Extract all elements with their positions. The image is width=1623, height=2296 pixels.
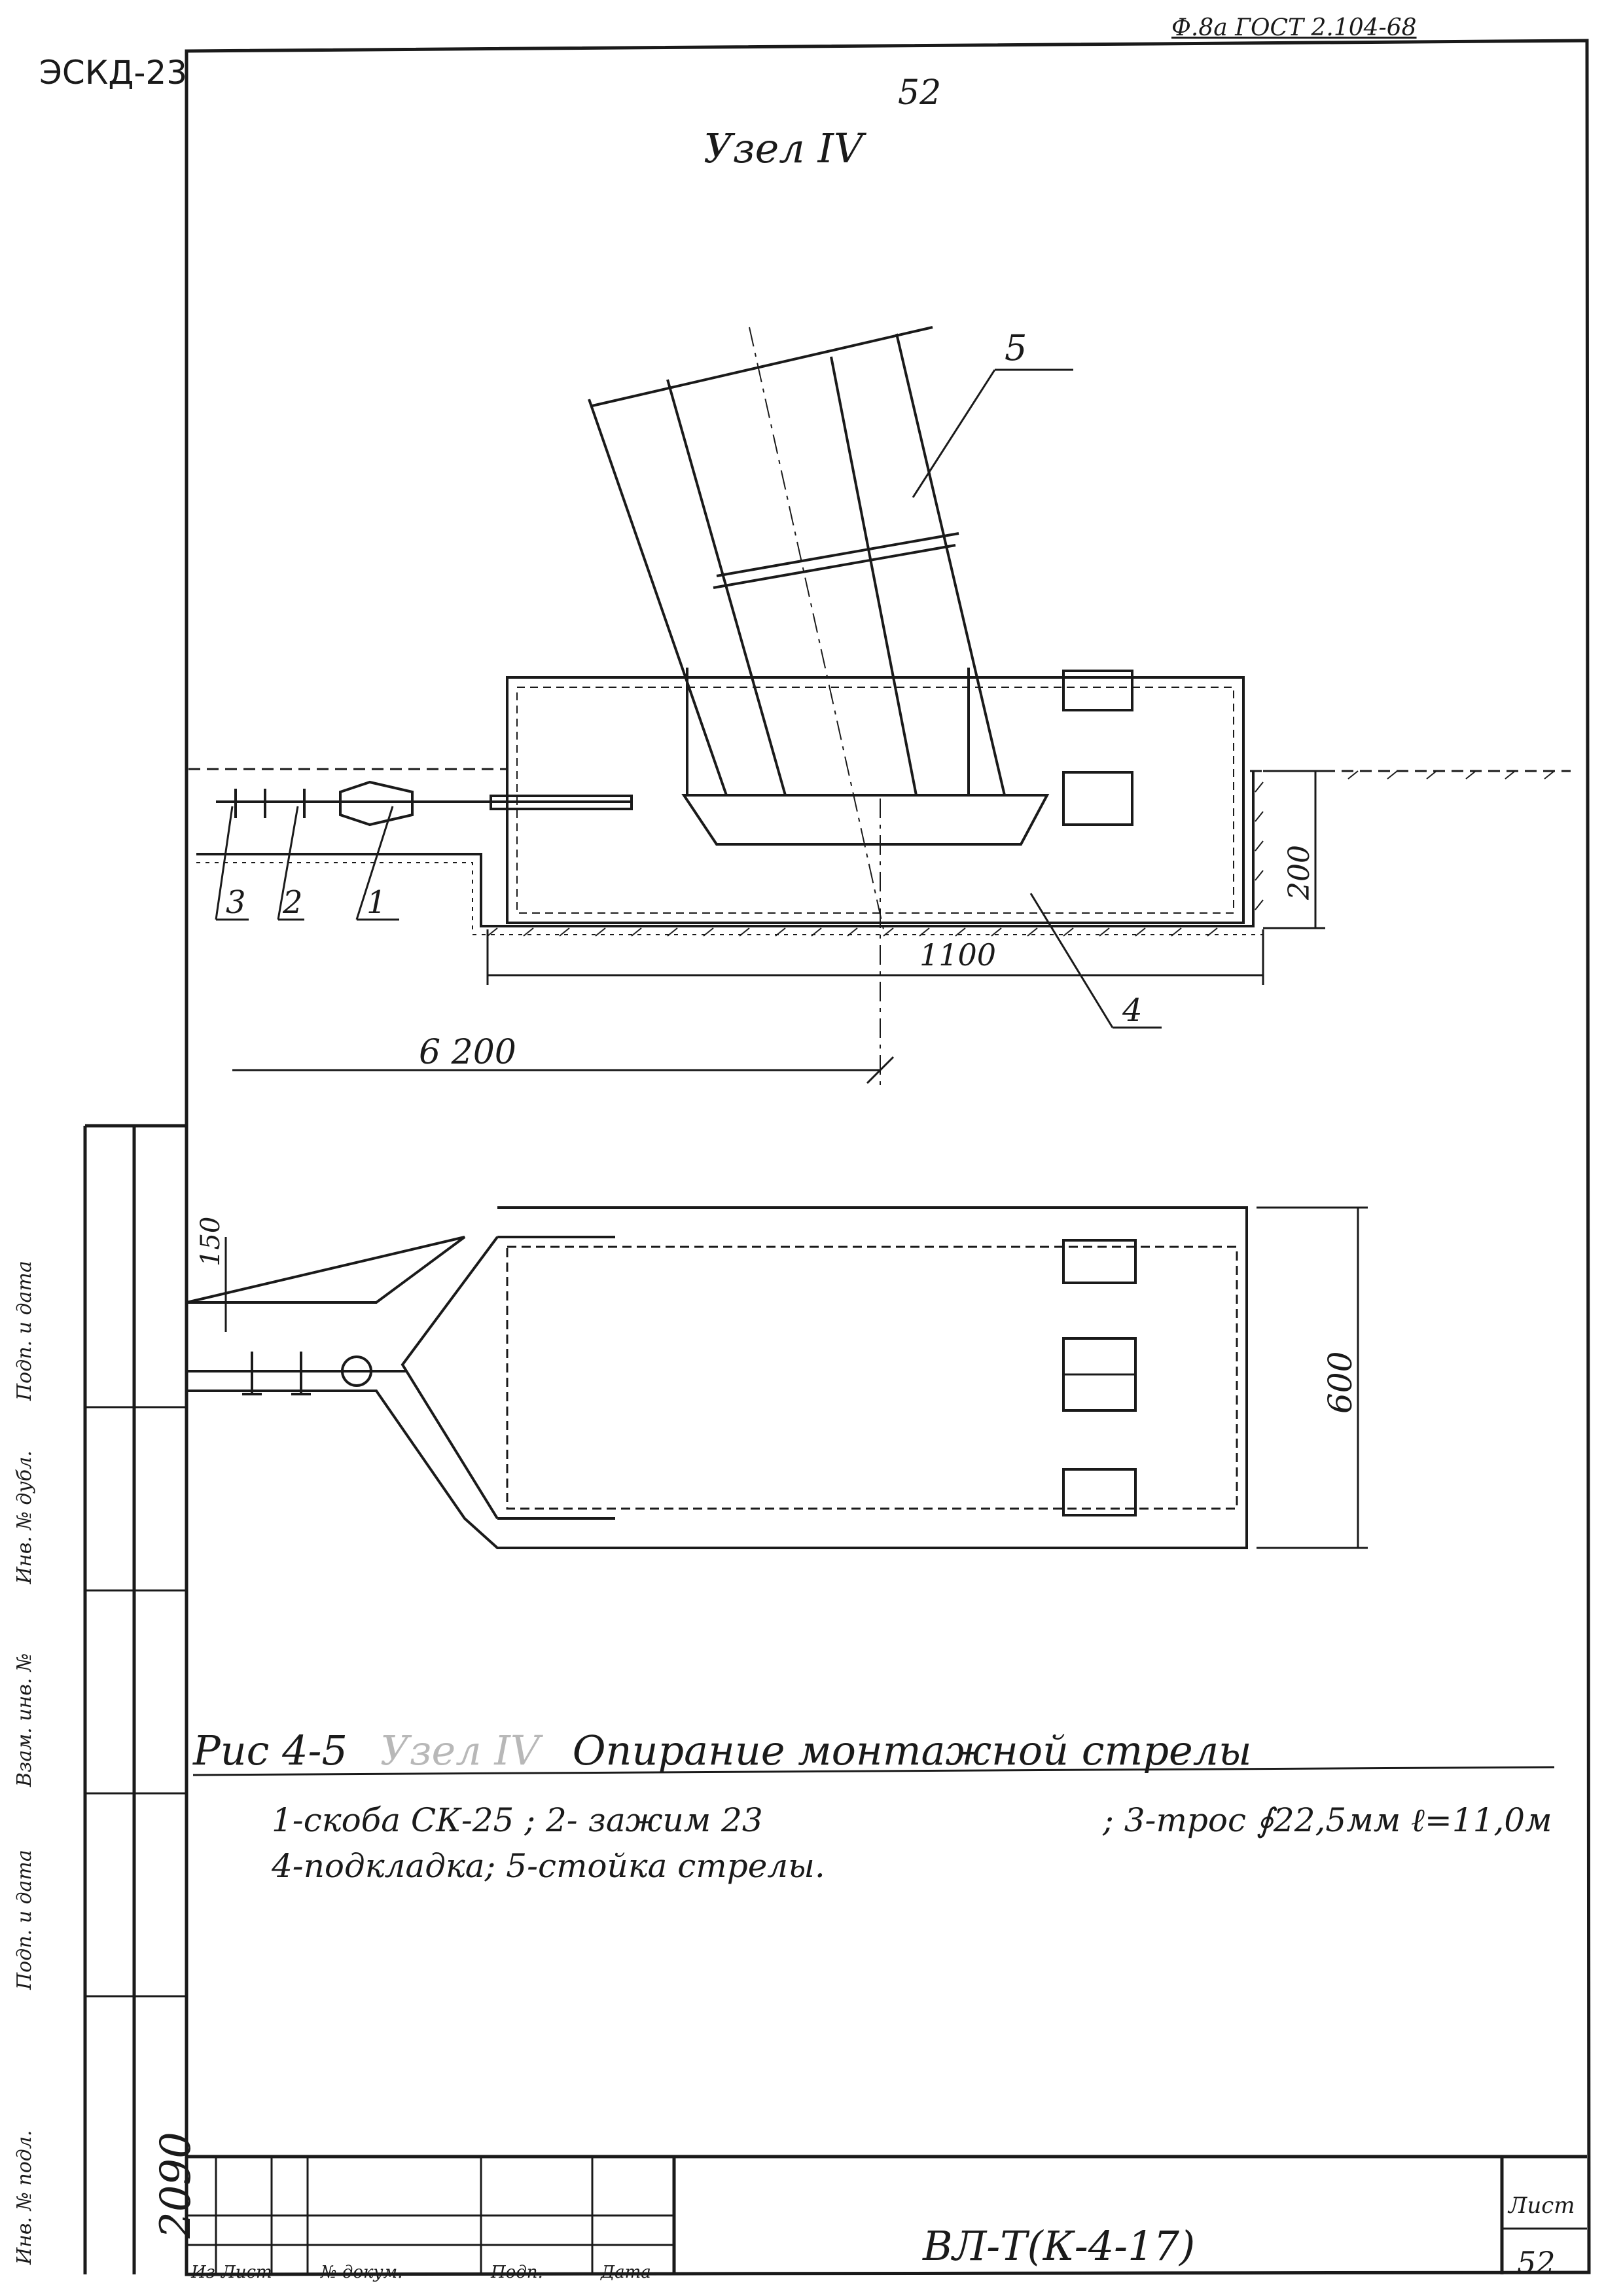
block-lower — [1062, 771, 1133, 826]
pit-outline — [196, 771, 1255, 927]
plan-block-bottom — [1062, 1468, 1137, 1516]
header-change: Из — [191, 2263, 215, 2282]
inventory-stamp: 2090 — [152, 2132, 200, 2238]
callout-leader-2 — [277, 806, 299, 920]
callout-leader-5 — [912, 369, 996, 498]
callout-4: 4 — [1122, 992, 1143, 1029]
callout-1: 1 — [366, 884, 387, 921]
dimension-200: 200 — [1283, 845, 1316, 901]
header-sheet: Лист — [221, 2263, 272, 2282]
dimension-600: 600 — [1321, 1352, 1359, 1414]
figure-title: Опирание монтажной стрелы — [572, 1727, 1252, 1774]
header-date: Дата — [601, 2263, 651, 2282]
header-doc-number: № докум. — [321, 2263, 403, 2282]
dimension-150: 150 — [196, 1217, 226, 1266]
plan-rope-assembly — [187, 1352, 406, 1395]
side-label-inv-orig: Инв. № подл. — [13, 2130, 36, 2265]
plan-pad-inner — [506, 1246, 1238, 1510]
boom-post — [588, 326, 1006, 930]
node-title: Узел IV — [704, 124, 863, 172]
callout-3: 3 — [226, 884, 246, 921]
plan-outline — [186, 1206, 1248, 1549]
callout-5: 5 — [1005, 327, 1027, 368]
faded-node-label: Узел IV — [380, 1727, 540, 1774]
side-label-replace-inv: Взам. инв. № — [13, 1653, 36, 1787]
dimension-1100: 1100 — [919, 937, 996, 973]
document-code: ВЛ-Т(К-4-17) — [923, 2222, 1196, 2270]
frame-border — [185, 39, 1591, 2276]
legend-line-1-right: ; 3-трос ∮22,5мм ℓ=11,0м — [1103, 1801, 1552, 1839]
sheet-label: Лист — [1508, 2193, 1575, 2219]
legend-line-2: 4-подкладка; 5-стойка стрелы. — [272, 1847, 825, 1885]
callout-2: 2 — [282, 884, 303, 921]
side-label-sign-date-1: Подп. и дата — [13, 1850, 36, 1990]
boom-shoe — [681, 794, 1050, 846]
page-number-top: 52 — [898, 73, 942, 113]
dimension-6200: 6 200 — [419, 1033, 516, 1072]
support-pad — [506, 676, 1245, 924]
side-label-sign-date-2: Подп. и дата — [13, 1261, 36, 1401]
callout-leader-1 — [355, 806, 394, 920]
block-upper — [1062, 670, 1133, 711]
callout-leader-3 — [215, 806, 234, 920]
callout-leader-4 — [1029, 893, 1114, 1028]
caption-underline — [192, 1766, 1555, 1776]
figure-caption: Рис 4-5 Узел IV Опирание монтажной стрелы — [193, 1727, 1252, 1774]
plan-block-top — [1062, 1239, 1137, 1284]
figure-number: Рис 4-5 — [193, 1727, 348, 1774]
corner-code: ЭСКД-23 — [39, 54, 188, 92]
header-signature: Подп. — [491, 2263, 543, 2282]
legend-line-1: 1-скоба СК-25 ; 2- зажим 23 — [272, 1801, 763, 1839]
form-reference: Ф.8а ГОСТ 2.104-68 — [1171, 14, 1417, 41]
sheet-number: 52 — [1517, 2245, 1556, 2280]
rope-assembly — [216, 780, 633, 827]
side-label-inv-dup: Инв. № дубл. — [13, 1450, 36, 1584]
